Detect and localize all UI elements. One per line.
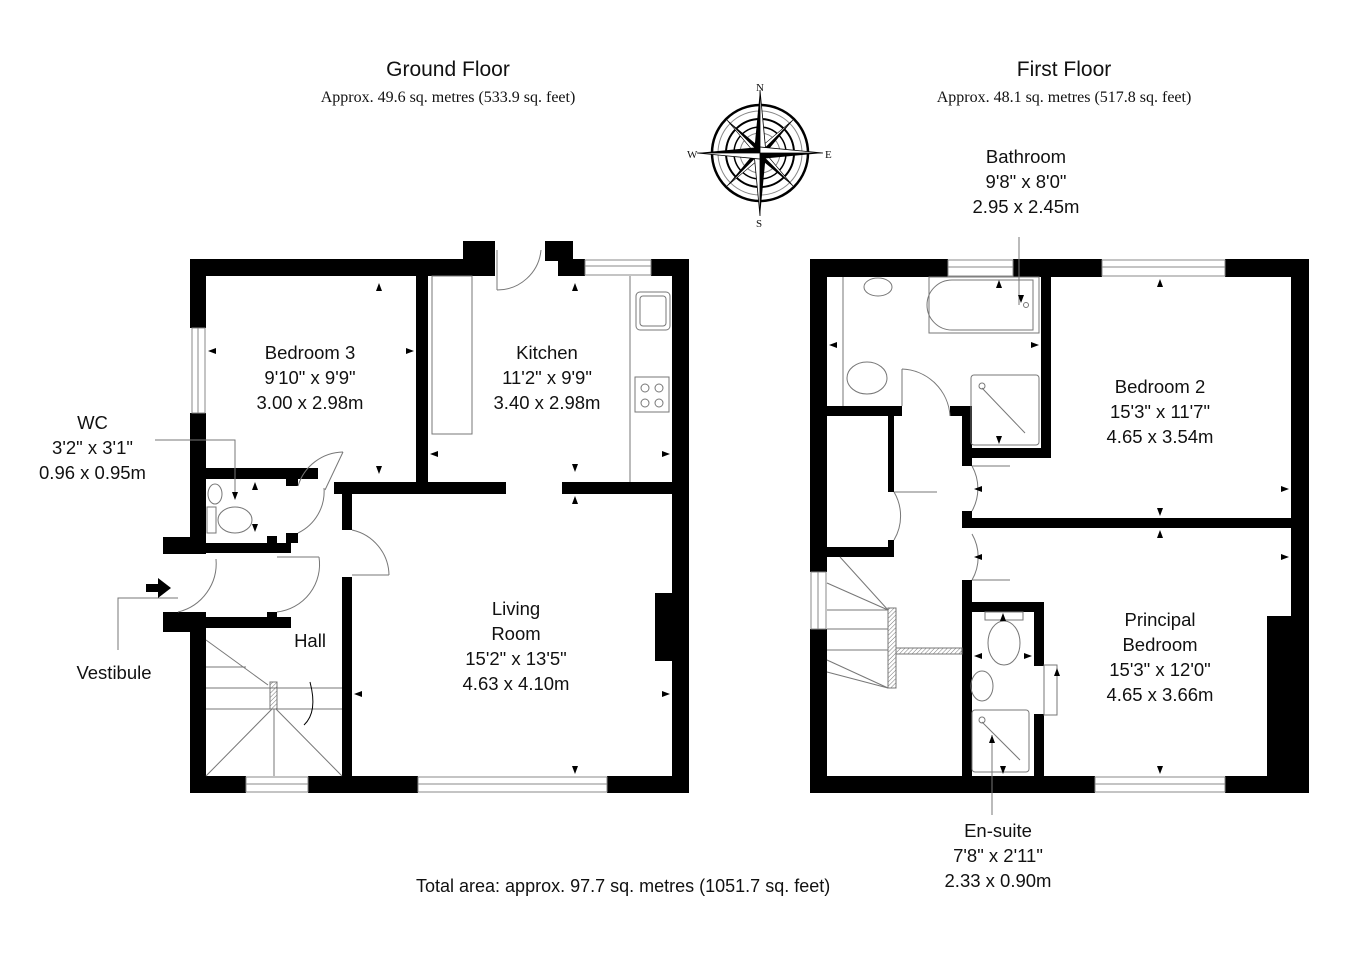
ground-floor-windows <box>191 259 652 793</box>
room-label-hall: Hall <box>280 628 340 653</box>
door-swing <box>496 249 542 291</box>
first-floor-area: Approx. 48.1 sq. metres (517.8 sq. feet) <box>936 89 1192 106</box>
room-label-living-room: Living Room 15'2" x 13'5" 4.63 x 4.10m <box>441 596 591 696</box>
room-size-imperial: 11'2" x 9'9" <box>502 367 592 388</box>
shower-icon <box>971 709 1030 773</box>
room-name: Kitchen <box>516 342 578 363</box>
ground-floor-area: Approx. 49.6 sq. metres (533.9 sq. feet) <box>320 89 576 106</box>
room-size-imperial: 7'8" x 2'11" <box>953 845 1043 866</box>
newel-post <box>269 681 278 710</box>
compass-east-label: E <box>825 149 832 161</box>
shower-icon <box>970 374 1040 446</box>
compass-south-label: S <box>756 218 762 230</box>
ensuite-door <box>1043 664 1058 716</box>
room-size-metric: 3.40 x 2.98m <box>493 392 601 413</box>
first-floor-title: First Floor <box>1016 58 1112 81</box>
window <box>584 259 652 276</box>
room-name-line1: Living <box>491 598 541 619</box>
room-name: WC <box>77 412 108 433</box>
ground-floor-plan <box>163 241 689 793</box>
entrance-arrow-icon <box>146 578 171 598</box>
compass-rose-icon: N S E W <box>687 82 832 230</box>
bath-icon <box>928 276 1040 334</box>
total-area: Total area: approx. 97.7 sq. metres (105… <box>416 876 831 896</box>
wall <box>190 413 206 538</box>
room-name-line2: Bedroom <box>1122 634 1198 655</box>
basin-icon <box>970 670 994 702</box>
stair-balustrade <box>887 607 897 689</box>
room-size-imperial: 15'3" x 12'0" <box>1109 659 1211 680</box>
room-label-vestibule: Vestibule <box>64 660 164 685</box>
dimension-markers <box>829 279 1289 774</box>
basin-icon <box>863 277 893 297</box>
room-name: Vestibule <box>76 662 152 683</box>
room-name: Bedroom 2 <box>1114 376 1206 397</box>
window <box>1101 259 1226 277</box>
first-floor-plan <box>810 259 1309 793</box>
wall <box>190 259 206 328</box>
room-size-imperial: 15'2" x 13'5" <box>465 648 567 669</box>
compass-west-label: W <box>687 149 698 161</box>
room-label-bathroom: Bathroom 9'8" x 8'0" 2.95 x 2.45m <box>951 144 1101 219</box>
window <box>947 259 1014 277</box>
compass-north-label: N <box>756 82 764 94</box>
room-size-metric: 2.95 x 2.45m <box>972 196 1080 217</box>
toilet-icon <box>987 620 1021 666</box>
room-size-metric: 0.96 x 0.95m <box>39 462 146 483</box>
hob-icon <box>634 376 670 413</box>
room-name-line2: Room <box>491 623 541 644</box>
toilet-icon <box>217 506 253 534</box>
room-size-imperial: 9'10" x 9'9" <box>264 367 356 388</box>
room-label-bedroom-2: Bedroom 2 15'3" x 11'7" 4.65 x 3.54m <box>1085 374 1235 449</box>
room-size-imperial: 9'8" x 8'0" <box>985 171 1067 192</box>
basin-icon <box>207 483 223 505</box>
landing-balustrade <box>895 647 963 655</box>
room-label-wc: WC 3'2" x 3'1" 0.96 x 0.95m <box>20 410 165 485</box>
room-size-imperial: 3'2" x 3'1" <box>52 437 133 458</box>
first-floor-windows <box>810 259 1226 793</box>
ground-floor-title: Ground Floor <box>386 58 510 81</box>
first-floor-fixtures <box>826 237 1058 815</box>
room-label-kitchen: Kitchen 11'2" x 9'9" 3.40 x 2.98m <box>472 340 622 415</box>
room-name: Hall <box>294 630 326 651</box>
dimension-markers <box>208 283 670 774</box>
room-size-metric: 4.65 x 3.54m <box>1106 426 1214 447</box>
sink-icon <box>635 291 671 331</box>
room-size-imperial: 15'3" x 11'7" <box>1109 401 1211 422</box>
room-name: Bedroom 3 <box>264 342 356 363</box>
room-size-metric: 2.33 x 0.90m <box>944 870 1052 891</box>
room-label-bedroom-3: Bedroom 3 9'10" x 9'9" 3.00 x 2.98m <box>235 340 385 415</box>
toilet-icon <box>846 361 888 395</box>
room-label-en-suite: En-suite 7'8" x 2'11" 2.33 x 0.90m <box>923 818 1073 893</box>
room-label-principal-bedroom: Principal Bedroom 15'3" x 12'0" 4.65 x 3… <box>1085 607 1235 707</box>
room-size-metric: 4.63 x 4.10m <box>462 673 570 694</box>
room-name-line1: Principal <box>1124 609 1196 630</box>
room-name: Bathroom <box>985 146 1067 167</box>
room-size-metric: 4.65 x 3.66m <box>1106 684 1214 705</box>
room-name: En-suite <box>964 820 1032 841</box>
kitchen-unit <box>431 275 473 435</box>
room-size-metric: 3.00 x 2.98m <box>256 392 364 413</box>
